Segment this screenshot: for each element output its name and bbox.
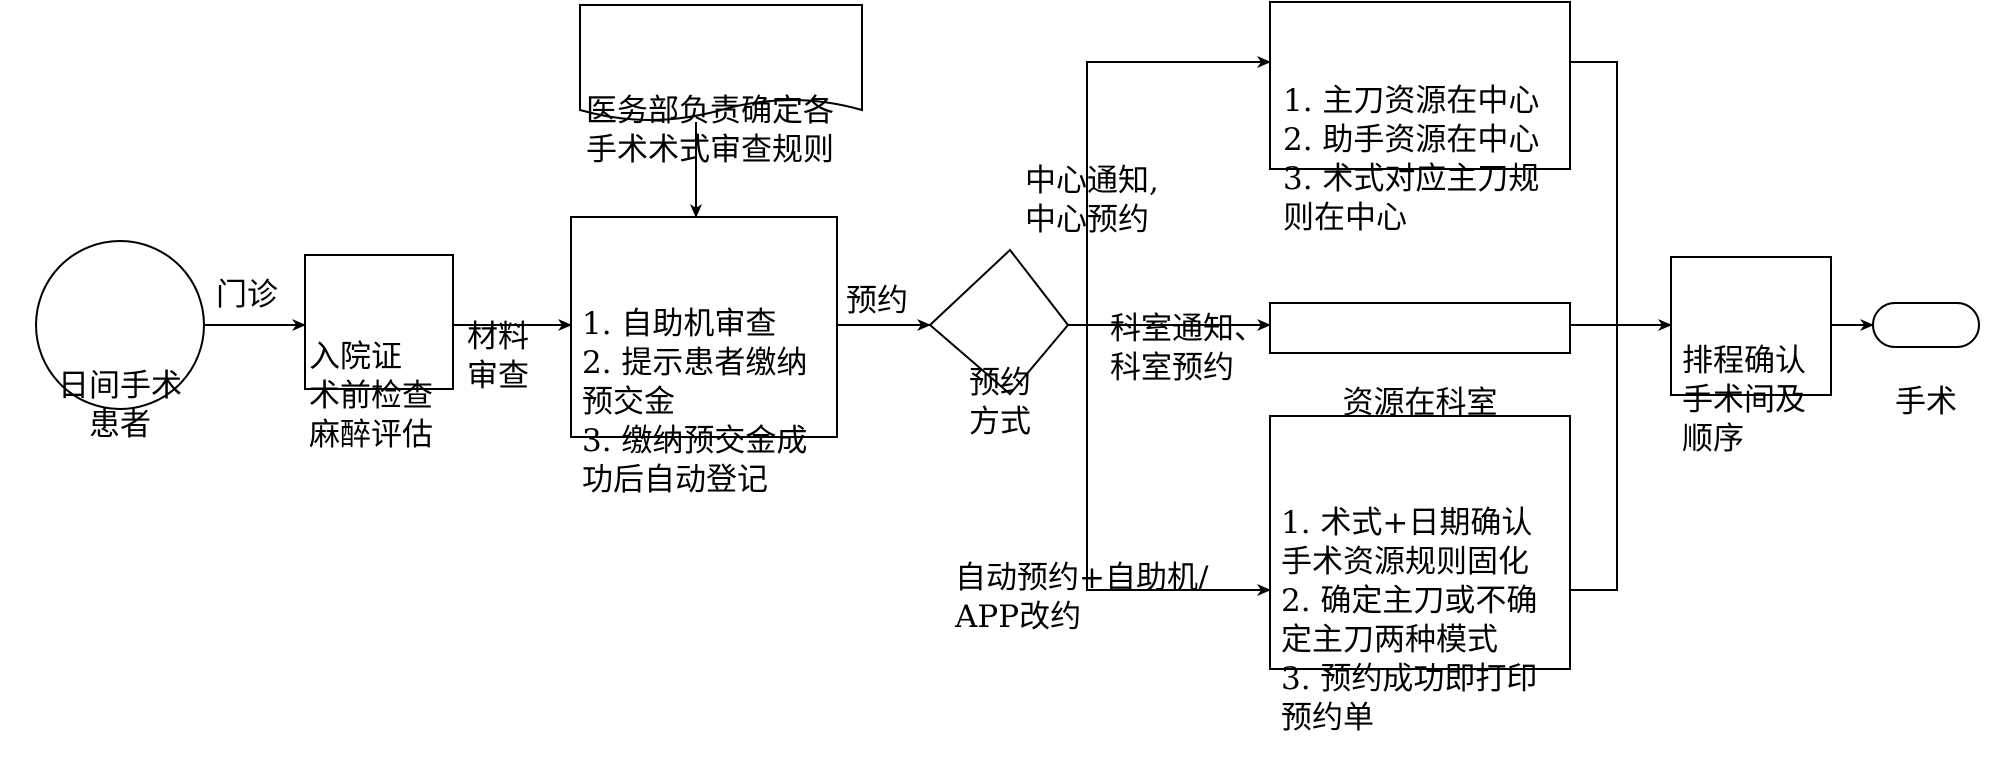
edge-label-center-notify: 中心通知,中心预约 [1025,163,1159,238]
edge-decision-to-center [1086,56,1271,182]
edge-auto-to-merge [1570,325,1618,591]
center-node-shape [1269,1,1571,170]
surgery-node-text: 手术 [1895,384,1957,420]
rules-document-text: 医务部负责确定各手术术式审查规则 [586,93,834,168]
edge-label-material-check: 材料审查 [467,319,529,394]
rules-document-shape [579,4,863,121]
edge-label-auto-appoint: 自动预约+自助机/APP改约 [955,560,1209,635]
decision-node-text: 预约方式 [969,365,1031,440]
admission-node-text: 入院证术前检查麻醉评估 [309,339,433,453]
edge-center-to-merge [1570,61,1618,325]
edge-label-appointment: 预约 [846,283,908,319]
patient-node-text: 日间手术患者 [58,368,182,443]
edge-decision-to-auto [1086,180,1271,596]
schedule-node-text: 排程确认手术间及顺序 [1682,343,1806,457]
auto-node-shape [1269,415,1571,670]
dept-node-text: 资源在科室 [1342,385,1498,421]
flowchart-diagram [35,1,1980,670]
decision-diamond-shape [928,248,1070,396]
edge-label-dept-notify: 科室通知、科室预约 [1110,311,1265,386]
edge-label-outpatient: 门诊 [216,277,278,313]
